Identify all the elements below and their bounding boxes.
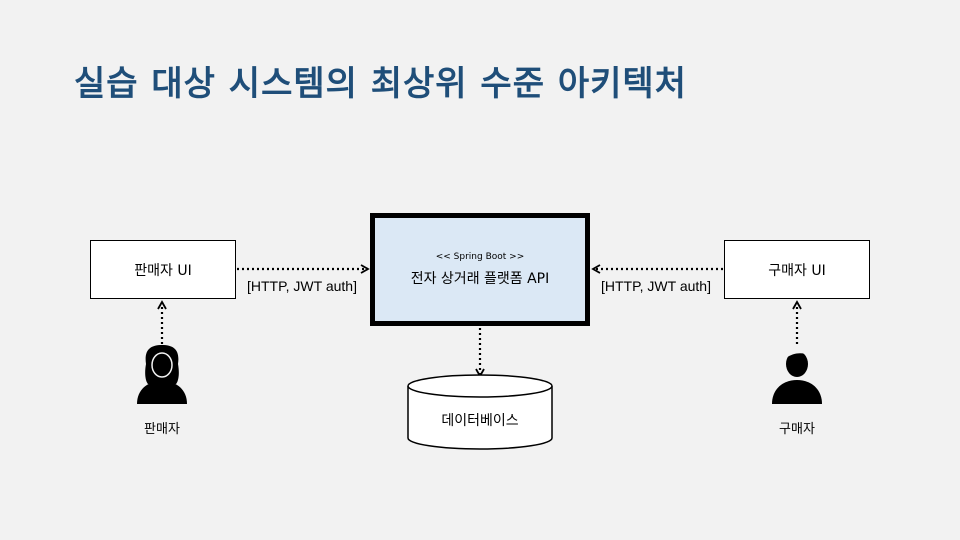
buyer-ui-label: 구매자 UI (768, 262, 826, 279)
seller-ui-box: 판매자 UI (90, 240, 236, 299)
buyer-person-icon (772, 349, 822, 404)
buyer-actor-label: 구매자 (779, 422, 815, 437)
seller-person-icon (137, 345, 187, 404)
page-title: 실습 대상 시스템의 최상위 수준 아키텍처 (74, 64, 687, 104)
database-cylinder (407, 374, 553, 450)
seller-edge-label: [HTTP, JWT auth] (247, 278, 357, 294)
api-label: 전자 상거래 플랫폼 API (410, 270, 550, 287)
database-label: 데이터베이스 (441, 413, 519, 429)
api-stereotype: << Spring Boot >> (435, 251, 525, 262)
buyer-ui-box: 구매자 UI (724, 240, 870, 299)
api-box: << Spring Boot >> 전자 상거래 플랫폼 API (370, 213, 590, 326)
seller-ui-label: 판매자 UI (134, 262, 192, 279)
buyer-edge-label: [HTTP, JWT auth] (601, 278, 711, 294)
seller-actor-label: 판매자 (144, 422, 180, 437)
